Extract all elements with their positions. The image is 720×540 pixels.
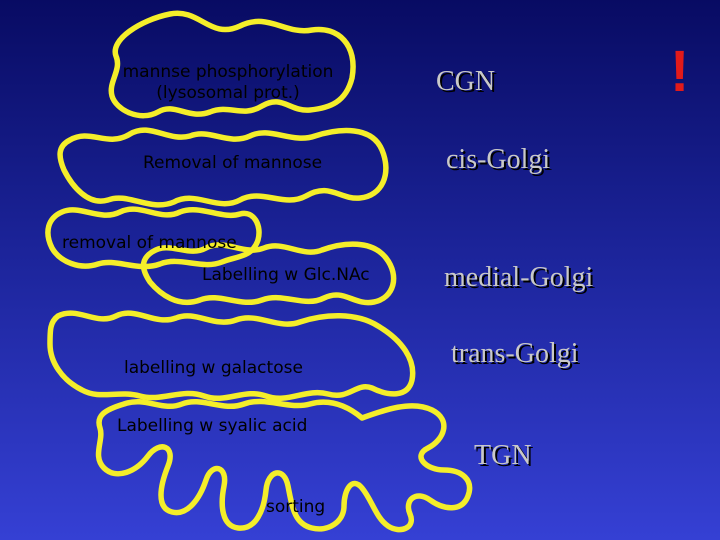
labelling-sialic-acid-label: Labelling w syalic acid (117, 416, 308, 436)
medial-cisterna-1 (45, 206, 262, 270)
removal-of-mannose-label-1: Removal of mannose (143, 153, 323, 173)
trans-golgi-region-label: trans-Golgi (451, 338, 579, 369)
cis-golgi-cisterna (57, 127, 389, 208)
exclamation-mark: ! (670, 39, 690, 104)
medial-cisterna-2 (140, 241, 397, 306)
mannose-phosphorylation-line-1: mannse phosphorylation (122, 62, 334, 82)
cgn-region-label: CGN (436, 66, 496, 97)
medial-golgi-region-label: medial-Golgi (444, 262, 594, 293)
mannose-phosphorylation-label: mannse phosphorylation (lysosomal prot.) (108, 62, 348, 104)
tgn-region-label: TGN (474, 440, 532, 471)
cgn-cisterna (108, 10, 356, 119)
trans-golgi-cisterna (47, 310, 416, 402)
cis-golgi-region-label: cis-Golgi (446, 144, 551, 175)
labelling-galactose-label: labelling w galactose (124, 358, 303, 378)
mannose-phosphorylation-line-2: (lysosomal prot.) (156, 83, 300, 103)
removal-of-mannose-label-2: removal of mannose (62, 233, 237, 253)
tgn-network (95, 398, 473, 533)
sorting-label: sorting (266, 497, 326, 517)
labelling-glcnac-label: Labelling w Glc.NAc (202, 265, 370, 285)
